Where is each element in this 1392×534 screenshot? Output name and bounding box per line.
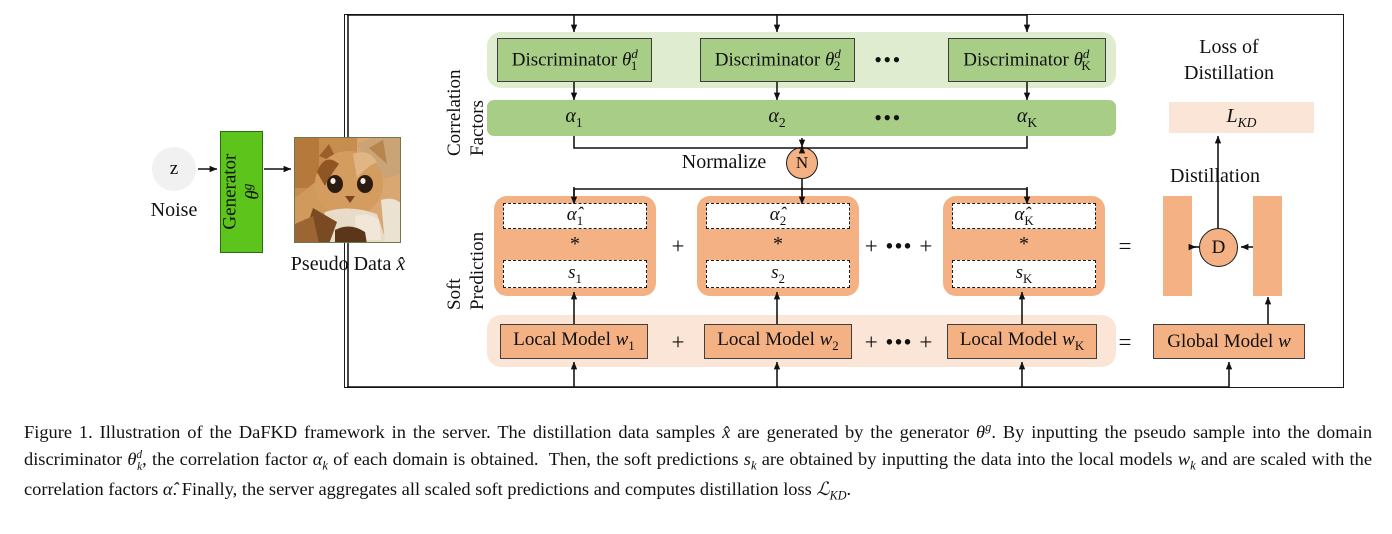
noise-label: Noise (150, 199, 198, 221)
loss-kd-bar: LKD (1169, 102, 1314, 133)
discriminator-box-k[interactable]: Discriminator θdK (948, 38, 1106, 82)
figure-caption: Figure 1. Illustration of the DaFKD fram… (24, 420, 1373, 503)
aggregated-prediction-bar (1163, 196, 1192, 296)
soft-plus-1: + (671, 233, 685, 259)
loss-kd-symbol: LKD (1226, 104, 1257, 130)
normalize-node[interactable]: N (786, 147, 818, 179)
correlation-factors-label: Correlation (444, 69, 465, 156)
soft-pred-cell-k: sK (952, 260, 1096, 288)
loss-title-line1: Loss of (1199, 36, 1259, 58)
multiply-operator-2: * (773, 232, 783, 255)
soft-prediction-label: Soft (444, 278, 465, 310)
caption-label: Figure 1. (24, 422, 93, 443)
noise-symbol: z (169, 158, 179, 179)
local-equals: = (1118, 329, 1132, 355)
local-model-box-1[interactable]: Local Model w1 (500, 324, 648, 359)
distill-node[interactable]: D (1199, 228, 1238, 267)
discriminator-box-2[interactable]: Discriminator θd2 (700, 38, 855, 82)
distill-node-label: D (1211, 236, 1226, 258)
soft-prediction-label-2: Prediction (467, 231, 488, 310)
pseudo-data-image (294, 137, 401, 243)
alpha-hat-cell-k: α̂K (952, 203, 1096, 229)
global-prediction-bar (1253, 196, 1282, 296)
normalize-label: Normalize (681, 151, 767, 173)
discriminator-ellipsis: ••• (874, 47, 902, 72)
correlation-factors-label-2: Factors (467, 100, 488, 156)
local-plus-mid: + ••• + (864, 329, 934, 355)
normalize-node-label: N (795, 153, 809, 172)
alpha-ellipsis: ••• (874, 105, 902, 130)
alpha-2: α2 (768, 105, 786, 131)
correlation-factor-band (487, 100, 1116, 136)
discriminator-label-2: Discriminator θd2 (714, 45, 841, 74)
discriminator-box-1[interactable]: Discriminator θd1 (497, 38, 652, 82)
soft-pred-cell-1: s1 (503, 260, 647, 288)
pseudo-data-label: Pseudo Data x̂ (290, 253, 406, 275)
alpha-1: α1 (565, 105, 583, 131)
soft-plus-mid: + ••• + (864, 233, 934, 259)
loss-title-line2: Distillation (1184, 62, 1274, 84)
soft-pred-cell-2: s2 (706, 260, 850, 288)
alpha-k: αK (1016, 105, 1038, 131)
local-model-box-2[interactable]: Local Model w2 (704, 324, 852, 359)
noise-node: z (152, 147, 196, 191)
discriminator-label-k: Discriminator θdK (963, 45, 1091, 74)
alpha-hat-cell-1: α̂1 (503, 203, 647, 229)
distillation-label: Distillation (1170, 165, 1260, 187)
global-model-box[interactable]: Global Model w (1153, 324, 1305, 359)
local-model-box-k[interactable]: Local Model wK (947, 324, 1097, 359)
local-plus-1: + (671, 329, 685, 355)
multiply-operator-1: * (570, 232, 580, 255)
soft-equals: = (1118, 233, 1132, 259)
discriminator-label-1: Discriminator θd1 (511, 45, 638, 74)
alpha-hat-cell-2: α̂2 (706, 203, 850, 229)
multiply-operator-k: * (1019, 232, 1029, 255)
